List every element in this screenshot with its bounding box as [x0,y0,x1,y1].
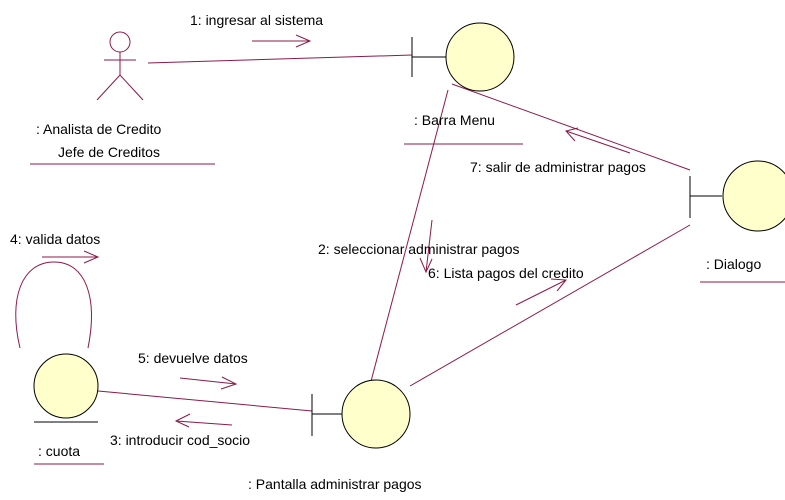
link-barra-menu-pantalla [369,89,449,386]
message-m1: 1: ingresar al sistema [190,12,323,28]
dialogo-node [722,160,785,232]
dialogo-label: : Dialogo [706,256,761,272]
message-m2: 2: seleccionar administrar pagos [318,241,520,257]
labels: : Analista de Credito Jefe de Creditos :… [10,12,761,492]
link-cuota-pantalla [97,390,313,412]
actor-name-line1: : Analista de Credito [36,121,162,137]
arrow-m6 [515,278,568,306]
link-barra-menu-dialogo [451,83,691,171]
message-arrows [42,34,631,428]
arrow-m3 [174,413,233,428]
name-underlines [30,143,785,465]
message-m6: 6: Lista pagos del credito [428,265,584,281]
link-pantalla-dialogo [409,224,691,387]
barra-menu-label: : Barra Menu [414,112,495,128]
barra-menu-node [445,22,515,92]
boundary-dialogo [689,160,785,232]
entity-cuota [33,353,99,423]
actor-leg-right [119,74,144,101]
boundary-barra-menu [411,22,515,92]
cuota-node [33,353,99,419]
actor-name-line2: Jefe de Creditos [58,144,160,160]
arrow-m2 [419,219,433,274]
message-m3: 3: introducir cod_socio [110,432,250,448]
pantalla-node [341,379,411,449]
arrow-m5 [179,376,238,390]
message-m4: 4: valida datos [10,231,100,247]
arrow-m1 [252,34,312,48]
arrow-m4 [42,250,100,264]
boundary-pantalla [311,379,411,449]
actor-analista [96,31,144,101]
link-actor-barra-menu [147,54,413,64]
arrow-m7 [565,127,631,154]
message-m7: 7: salir de administrar pagos [470,159,646,175]
pantalla-label: : Pantalla administrar pagos [248,476,422,492]
actor-head [109,31,131,53]
link-cuota-self [15,261,92,349]
links [15,54,691,412]
message-m5: 5: devuelve datos [138,350,248,366]
actor-leg-left [96,74,121,101]
cuota-label: : cuota [38,443,80,459]
